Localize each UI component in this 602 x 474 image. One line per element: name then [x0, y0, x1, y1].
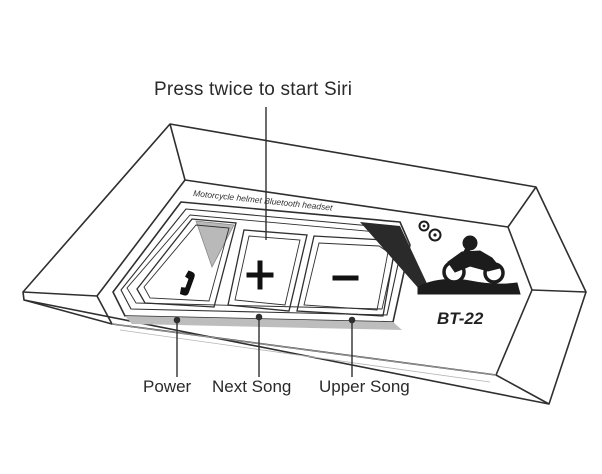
callout-siri: Press twice to start Siri	[154, 79, 353, 100]
callout-upper-song: Upper Song	[319, 377, 410, 396]
power-button[interactable]	[136, 218, 237, 308]
motorcycle-rider-icon	[417, 220, 521, 295]
plus-icon	[246, 260, 274, 290]
callout-power: Power	[143, 377, 192, 396]
phone-handset-icon	[179, 270, 195, 296]
indicator-triangle	[195, 220, 235, 269]
model-label: BT-22	[437, 309, 484, 328]
accent-stripe	[360, 222, 430, 290]
callout-next-song: Next Song	[212, 377, 292, 396]
next-song-button[interactable]	[227, 229, 308, 312]
upper-song-button[interactable]	[296, 235, 396, 317]
